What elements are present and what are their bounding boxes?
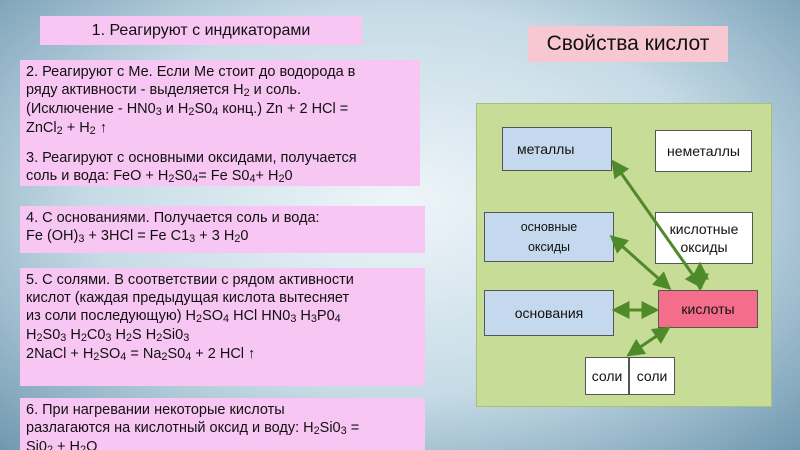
node-salts-1: соли xyxy=(585,357,629,395)
property-1-indicators: 1. Реагируют с индикаторами xyxy=(40,16,362,45)
node-metals: металлы xyxy=(502,127,612,171)
property-2-metals: 2. Реагируют с Ме. Если Ме стоит до водо… xyxy=(20,60,420,146)
node-bases: основания xyxy=(484,290,614,336)
node-nonmetals: неметаллы xyxy=(655,130,752,172)
property-3-basic-oxides: 3. Реагируют с основными оксидами, получ… xyxy=(20,146,420,186)
node-acids: кислоты xyxy=(658,290,758,328)
property-5-salts: 5. С солями. В соответствии с рядом акти… xyxy=(20,268,425,386)
property-4-bases: 4. С основаниями. Получается соль и вода… xyxy=(20,206,425,253)
node-salts-2: соли xyxy=(629,357,675,395)
diagram-title: Свойства кислот xyxy=(528,26,728,62)
